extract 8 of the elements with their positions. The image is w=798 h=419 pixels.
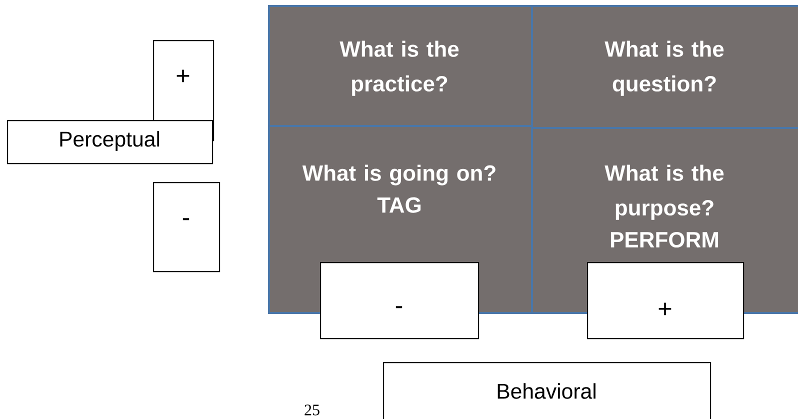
question-cell: What is the question? <box>531 5 798 129</box>
sign-box: + <box>587 262 744 340</box>
label-box: Perceptual <box>7 120 214 164</box>
page-number: 25 <box>304 404 320 416</box>
sign-box: - <box>320 262 480 340</box>
question-cell: What is the practice? <box>268 5 533 127</box>
label-box: Behavioral <box>383 362 712 419</box>
sign-box: - <box>153 182 220 272</box>
